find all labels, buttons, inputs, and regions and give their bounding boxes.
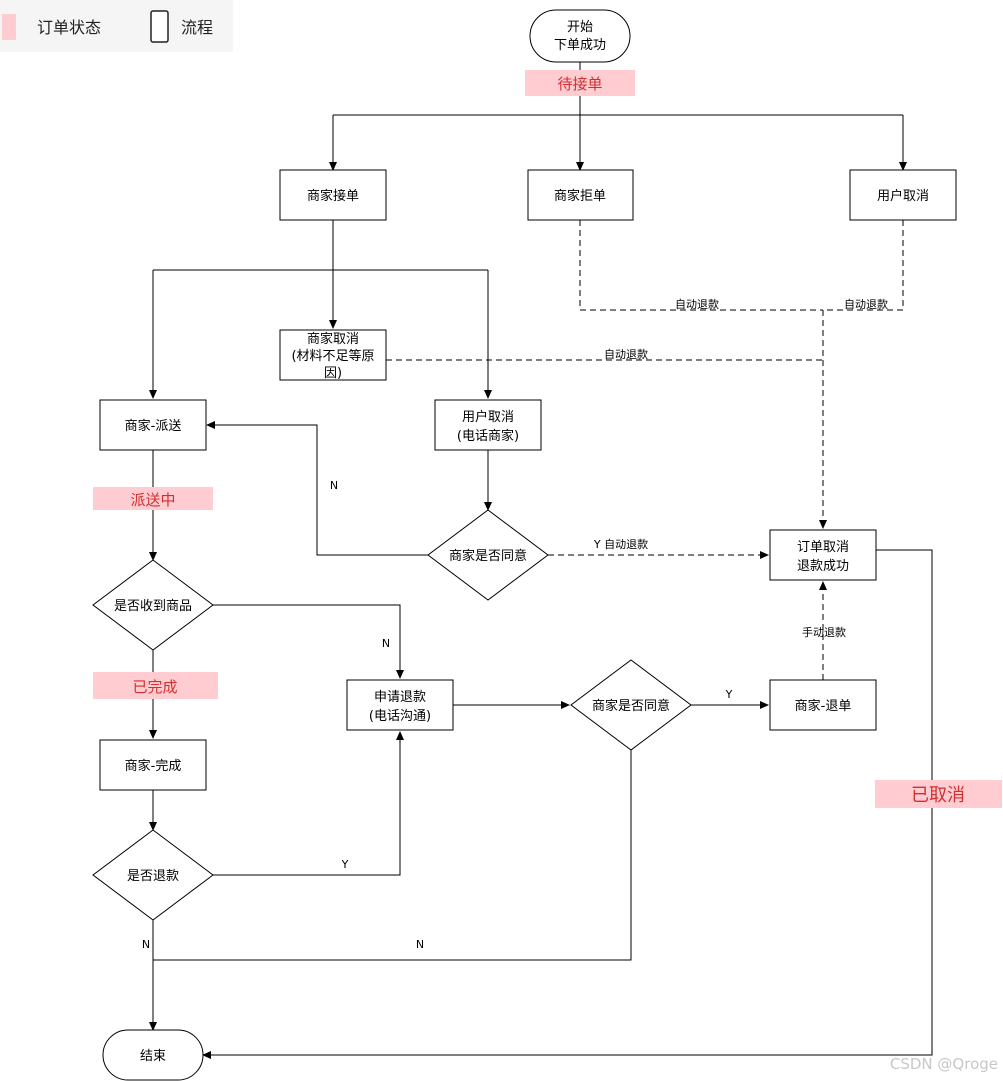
node-merchant-reject-text: 商家拒单 <box>554 188 606 204</box>
node-decision-agree-2-text: 商家是否同意 <box>592 698 670 714</box>
edge-refund-yes <box>213 731 404 876</box>
node-merchant-reject <box>527 169 634 221</box>
label-manual-refund: 手动退款 <box>802 625 846 639</box>
edges <box>149 62 933 1059</box>
status-delivering: 派送中 <box>130 491 175 509</box>
node-merchant-deliver-text: 商家-派送 <box>125 418 182 434</box>
node-merchant-complete <box>99 739 207 791</box>
status-completed: 已完成 <box>132 678 177 696</box>
node-merchant-accept-text: 商家接单 <box>307 188 359 204</box>
node-apply-refund-text: 申请退款(电话沟通) <box>369 690 431 724</box>
legend-process-label: 流程 <box>181 18 213 37</box>
node-decision-received-text: 是否收到商品 <box>114 599 192 614</box>
node-merchant-refund-text: 商家-退单 <box>795 698 852 714</box>
node-end <box>102 1029 204 1081</box>
node-start-text: 开始下单成功 <box>554 20 606 53</box>
edge-decision-1-no <box>206 421 428 556</box>
node-decision-agree-1-text: 商家是否同意 <box>449 548 527 564</box>
node-decision-agree-2 <box>570 659 692 751</box>
edge-labels: 自动退款 自动退款 自动退款 Y 自动退款 N N Y 手动退款 Y N N <box>142 297 888 951</box>
nodes: 开始下单成功 商家接单 商家拒单 用户取消 商家取消(材料不足等原因) 商家-派… <box>92 9 957 1081</box>
status-cancelled-bg <box>875 780 1002 808</box>
label-auto-refund-1: 自动退款 <box>675 297 719 311</box>
node-merchant-refund <box>769 679 877 731</box>
node-user-cancel <box>849 169 957 221</box>
node-end-text: 结束 <box>140 1049 166 1064</box>
legend-status-swatch <box>2 14 16 40</box>
node-merchant-deliver <box>99 399 207 451</box>
statuses: 待接单 派送中 已完成 已取消 <box>93 70 1002 808</box>
legend-process-swatch <box>150 10 169 43</box>
label-n-refund: N <box>142 938 150 951</box>
edge-decision-2-no <box>153 750 632 961</box>
node-user-cancel-phone <box>434 399 542 451</box>
watermark: CSDN @Qroge <box>890 1055 998 1073</box>
status-delivering-bg <box>93 487 213 510</box>
node-merchant-accept <box>279 169 387 221</box>
status-waiting: 待接单 <box>557 75 602 93</box>
edge-user-cancel-auto-refund <box>823 220 904 311</box>
label-n-decision-2: N <box>416 938 424 951</box>
node-order-cancelled <box>769 529 877 581</box>
node-decision-received <box>92 559 214 651</box>
status-completed-bg <box>93 672 218 699</box>
node-merchant-cancel-text: 商家取消(材料不足等原因) <box>291 331 374 381</box>
node-user-cancel-text: 用户取消 <box>877 188 929 204</box>
status-waiting-bg <box>525 70 635 96</box>
node-decision-agree-1 <box>427 509 549 601</box>
edge-reject-auto-refund <box>579 220 823 311</box>
dashed-edges <box>386 220 904 680</box>
node-decision-refund <box>92 829 214 921</box>
label-n-decision-1: N <box>330 479 338 492</box>
edge-received-no <box>213 604 404 679</box>
legend-order-status-label: 订单状态 <box>37 18 101 37</box>
label-y-decision-2: Y <box>725 688 733 701</box>
node-apply-refund <box>346 679 454 731</box>
label-auto-refund-3: 自动退款 <box>604 347 648 361</box>
node-merchant-cancel <box>279 329 387 381</box>
label-y-auto-refund: Y 自动退款 <box>593 537 648 551</box>
node-decision-refund-text: 是否退款 <box>127 869 179 884</box>
label-n-received: N <box>382 637 390 650</box>
node-start <box>529 9 631 63</box>
label-auto-refund-2: 自动退款 <box>844 297 888 311</box>
label-y-refund: Y <box>341 858 349 871</box>
node-order-cancelled-text: 订单取消退款成功 <box>797 540 849 574</box>
legend-background <box>0 0 233 52</box>
status-cancelled: 已取消 <box>911 785 965 806</box>
legend: 订单状态 流程 <box>0 0 233 52</box>
node-merchant-complete-text: 商家-完成 <box>125 758 182 774</box>
node-user-cancel-phone-text: 用户取消(电话商家) <box>457 409 519 444</box>
